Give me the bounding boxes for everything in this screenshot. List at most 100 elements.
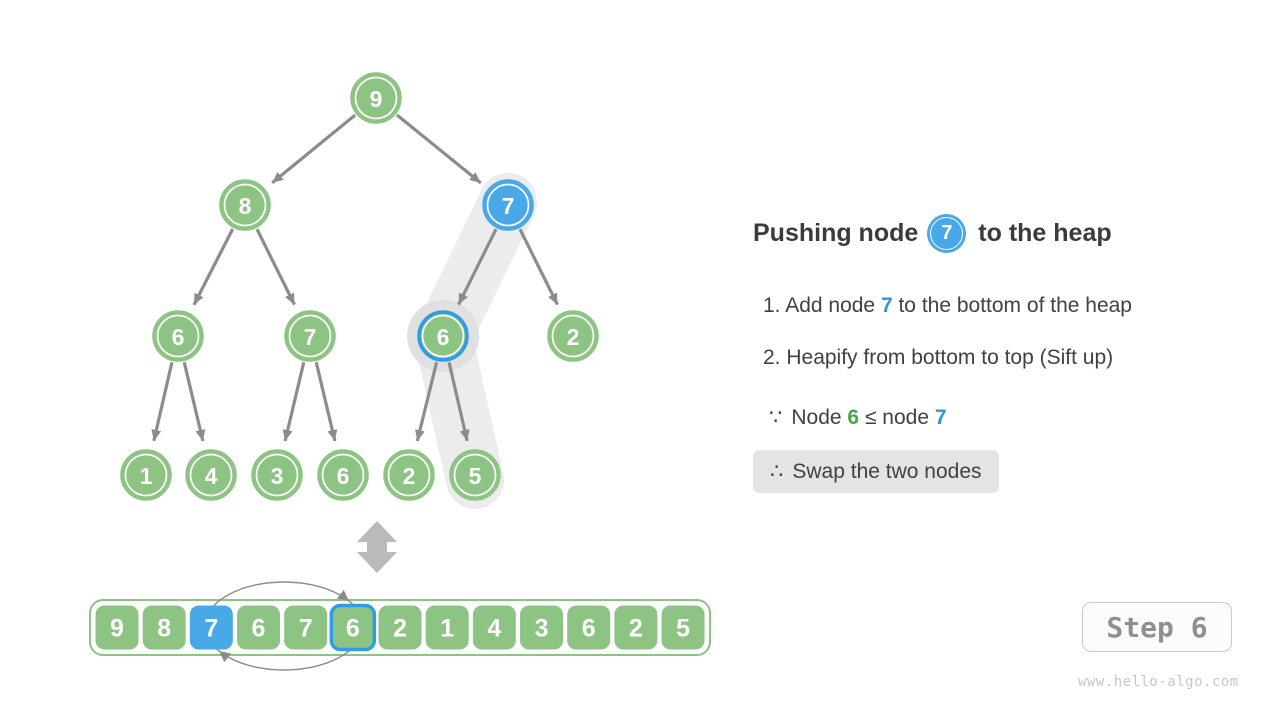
item1-highlight: 7 [880, 294, 893, 317]
tree-node-label: 6 [337, 463, 350, 489]
array-cell-label: 7 [299, 615, 313, 643]
tree-node-label: 3 [271, 463, 284, 489]
heading-badge-value: 7 [930, 216, 964, 250]
array-cell-box [567, 605, 611, 650]
array-cell: 8 [142, 605, 186, 650]
array-cell-box [378, 605, 422, 650]
array-cell: 6 [237, 605, 281, 650]
array-cell-box [237, 605, 281, 650]
swap-arrowhead [219, 651, 232, 663]
because-green-value: 6 [847, 406, 860, 429]
array-cell: 7 [189, 605, 233, 650]
array-cell-label: 8 [157, 615, 171, 643]
tree-node-label: 8 [239, 193, 252, 219]
because-blue-value: 7 [934, 406, 947, 429]
tree-node-circle [317, 449, 369, 501]
therefore-symbol: ∴ [770, 459, 784, 483]
array-cell-label: 5 [676, 615, 690, 643]
tree-node-inner-ring [421, 314, 465, 358]
array-cell-box [95, 605, 139, 650]
tree-edge [415, 361, 439, 442]
tree-node: 7 [284, 310, 336, 362]
tree-edge [282, 361, 306, 442]
because-symbol: ∵ [769, 405, 783, 429]
array-cell-label: 6 [252, 615, 266, 643]
tree-node-label: 2 [403, 463, 416, 489]
tree-edge [457, 228, 498, 306]
item1-post: to the bottom of the heap [892, 294, 1132, 317]
array-cell: 7 [284, 605, 328, 650]
tree-node-circle [219, 179, 271, 231]
tree-node: 4 [185, 449, 237, 501]
tree-node-label: 5 [469, 463, 482, 489]
array-cell-box [614, 605, 658, 650]
tree-node-inner-ring [321, 453, 365, 497]
tree-node-label: 7 [304, 324, 317, 350]
tree-node: 9 [350, 72, 402, 124]
therefore-text: Swap the two nodes [792, 460, 982, 483]
array-cell: 2 [378, 605, 422, 650]
tree-node-label: 6 [172, 324, 185, 350]
tree-node-circle [350, 72, 402, 124]
tree-edge [271, 113, 357, 185]
array-cell-label: 6 [582, 615, 596, 643]
array-cell-label: 3 [535, 615, 549, 643]
tree-node-inner-ring [453, 453, 497, 497]
tree-node: 2 [547, 310, 599, 362]
array-cell-box [520, 605, 564, 650]
tree-node-label: 4 [205, 463, 218, 489]
tree-node-circle [417, 310, 469, 362]
tree-node-label: 2 [567, 324, 580, 350]
tree-edge [182, 361, 206, 442]
array-cell-box [661, 605, 705, 650]
array-cell-box [329, 603, 377, 652]
step-list-item-1: 1. Add node 7 to the bottom of the heap [763, 294, 1132, 318]
tree-edge [395, 113, 482, 185]
tree-edge [518, 228, 559, 306]
tree-node-label: 6 [437, 324, 450, 350]
tree-node-circle [185, 449, 237, 501]
tree-node: 2 [383, 449, 435, 501]
array-cell-box [425, 605, 469, 650]
item1-pre: 1. Add node [763, 294, 881, 317]
swap-arrowhead [336, 589, 349, 601]
tree-node-inner-ring [387, 453, 431, 497]
tree-node-circle [284, 310, 336, 362]
tree-edge [314, 361, 338, 442]
array-cell: 4 [472, 605, 516, 650]
array-cell: 5 [661, 605, 705, 650]
tree-node: 6 [417, 310, 469, 362]
array-cell: 6 [329, 603, 377, 652]
array-cell-label: 2 [393, 615, 407, 643]
tree-node-inner-ring [486, 183, 530, 227]
tree-node: 6 [152, 310, 204, 362]
tree-node-circle [120, 449, 172, 501]
tree-node-label: 7 [502, 193, 515, 219]
array-cell-label: 7 [204, 615, 218, 643]
heading: Pushing node 7 to the heap [753, 212, 1112, 254]
array-cell-box [472, 605, 516, 650]
because-line: ∵Node 6 ≤ node 7 [769, 405, 947, 430]
tree-node-label: 9 [370, 86, 383, 112]
array-cell: 2 [614, 605, 658, 650]
tree-node: 6 [317, 449, 369, 501]
tree-edge [255, 228, 296, 306]
heading-text-post: to the heap [978, 218, 1112, 247]
tree-node-label: 1 [140, 463, 153, 489]
tree-node-inner-ring [354, 76, 398, 120]
tree-node: 3 [251, 449, 303, 501]
tree-node-inner-ring [551, 314, 595, 358]
array-cell: 1 [425, 605, 469, 650]
watermark: www.hello-algo.com [1078, 674, 1239, 690]
step-list-item-2: 2. Heapify from bottom to top (Sift up) [763, 346, 1114, 369]
updown-arrow-icon [357, 521, 397, 573]
array-cell: 6 [567, 605, 611, 650]
array-cell: 9 [95, 605, 139, 650]
array-cell-label: 6 [346, 615, 360, 643]
tree-node-inner-ring [124, 453, 168, 497]
tree-node-inner-ring [255, 453, 299, 497]
tree-node: 8 [219, 179, 271, 231]
array-cell-label: 9 [110, 615, 124, 643]
tree-node-inner-ring [223, 183, 267, 227]
